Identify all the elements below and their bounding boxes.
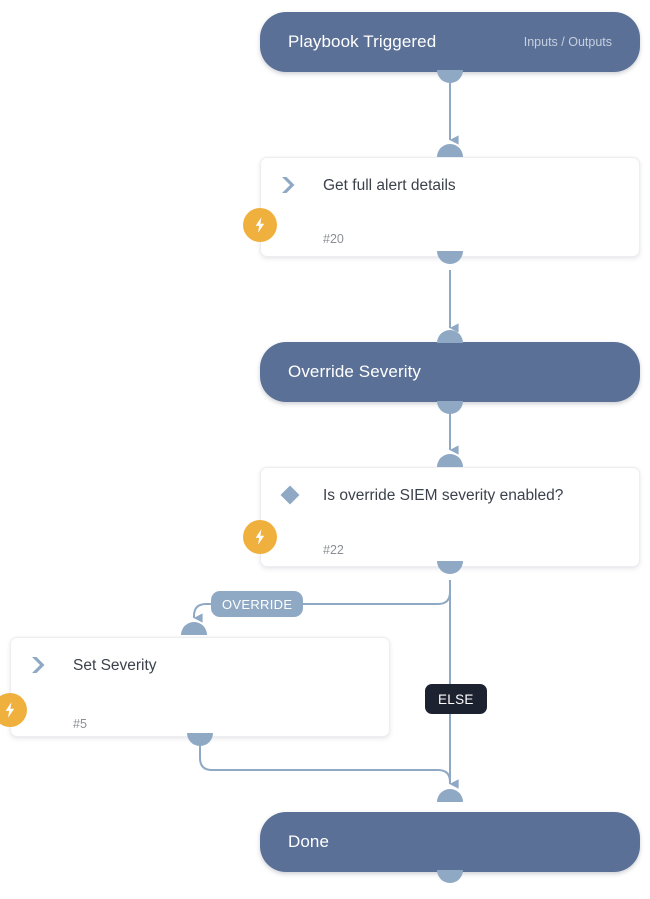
port-in-decision[interactable] (437, 454, 463, 467)
port-out-decision[interactable] (437, 561, 463, 574)
stage-title: Override Severity (288, 362, 422, 381)
port-out-get-alert[interactable] (437, 251, 463, 264)
branch-label-text: ELSE (438, 691, 474, 707)
branch-label-text: OVERRIDE (222, 596, 293, 612)
inputs-outputs-label[interactable]: Inputs / Outputs (523, 35, 612, 49)
port-in-set-severity[interactable] (181, 622, 207, 635)
stage-override-severity[interactable]: Override Severity (260, 342, 640, 402)
card-get-full-alert-details[interactable]: Get full alert details #20 (243, 157, 640, 257)
stage-playbook-triggered[interactable]: Playbook Triggered Inputs / Outputs (260, 12, 640, 72)
port-out-override-severity[interactable] (437, 401, 463, 414)
lightning-bolt-icon[interactable] (243, 208, 277, 242)
stage-title: Playbook Triggered (288, 32, 437, 51)
edge-set-severity-to-done (199, 745, 459, 789)
port-in-override-severity[interactable] (437, 330, 463, 343)
card-number: #5 (73, 717, 87, 731)
lightning-bolt-icon[interactable] (243, 520, 277, 554)
chevron-right-icon (277, 172, 303, 198)
branch-label-override[interactable]: OVERRIDE (211, 591, 304, 617)
card-is-override-siem-severity-enabled[interactable]: Is override SIEM severity enabled? #22 (243, 467, 640, 567)
stage-done[interactable]: Done (260, 812, 640, 872)
port-out-trigger[interactable] (437, 70, 463, 83)
lightning-bolt-icon[interactable] (0, 693, 27, 727)
branch-label-else[interactable]: ELSE (425, 684, 487, 714)
stage-title: Done (288, 832, 330, 851)
card-set-severity[interactable]: Set Severity #5 (0, 637, 390, 737)
port-out-set-severity[interactable] (187, 733, 213, 746)
card-label: Get full alert details (323, 177, 456, 194)
port-in-done[interactable] (437, 789, 463, 802)
port-in-get-alert[interactable] (437, 144, 463, 157)
chevron-right-icon (27, 652, 53, 678)
card-label: Is override SIEM severity enabled? (323, 487, 564, 504)
card-number: #20 (323, 232, 344, 246)
port-out-done[interactable] (437, 870, 463, 883)
card-label: Set Severity (73, 657, 157, 674)
card-number: #22 (323, 543, 344, 557)
diamond-icon (277, 482, 303, 508)
